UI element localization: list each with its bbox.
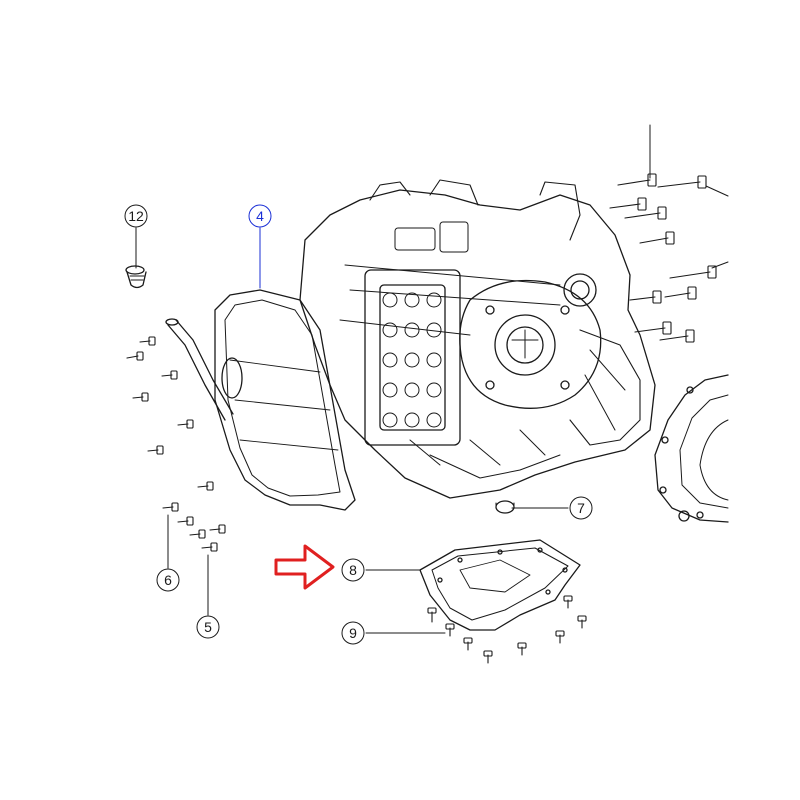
callout-6-label: 6 — [164, 572, 172, 588]
bolt-group — [126, 173, 729, 664]
plug-part-7 — [495, 500, 515, 514]
callout-5: 5 — [196, 615, 220, 639]
side-cover-part-4 — [165, 289, 356, 511]
callout-5-label: 5 — [204, 619, 212, 635]
leader-lines — [135, 124, 651, 634]
pan-bolts — [427, 595, 587, 664]
breather-part-12 — [125, 265, 147, 289]
torque-converter-housing — [654, 374, 729, 523]
callout-8-label: 8 — [349, 562, 357, 578]
callout-8: 8 — [341, 558, 365, 582]
callout-9: 9 — [341, 621, 365, 645]
callout-7-label: 7 — [577, 500, 585, 516]
callout-7: 7 — [569, 496, 593, 520]
callout-9-label: 9 — [349, 625, 357, 641]
oil-pan-part-8 — [419, 539, 581, 631]
callout-4: 4 — [248, 204, 272, 228]
callout-12: 12 — [124, 204, 148, 228]
transmission-case — [299, 179, 656, 499]
callout-6: 6 — [156, 568, 180, 592]
highlight-arrow — [274, 544, 335, 590]
callout-12-label: 12 — [128, 208, 144, 224]
valve-body-bores — [382, 292, 442, 428]
callout-4-label: 4 — [256, 208, 264, 224]
small-bolts-left — [126, 336, 226, 552]
long-bolts-right — [609, 173, 729, 343]
